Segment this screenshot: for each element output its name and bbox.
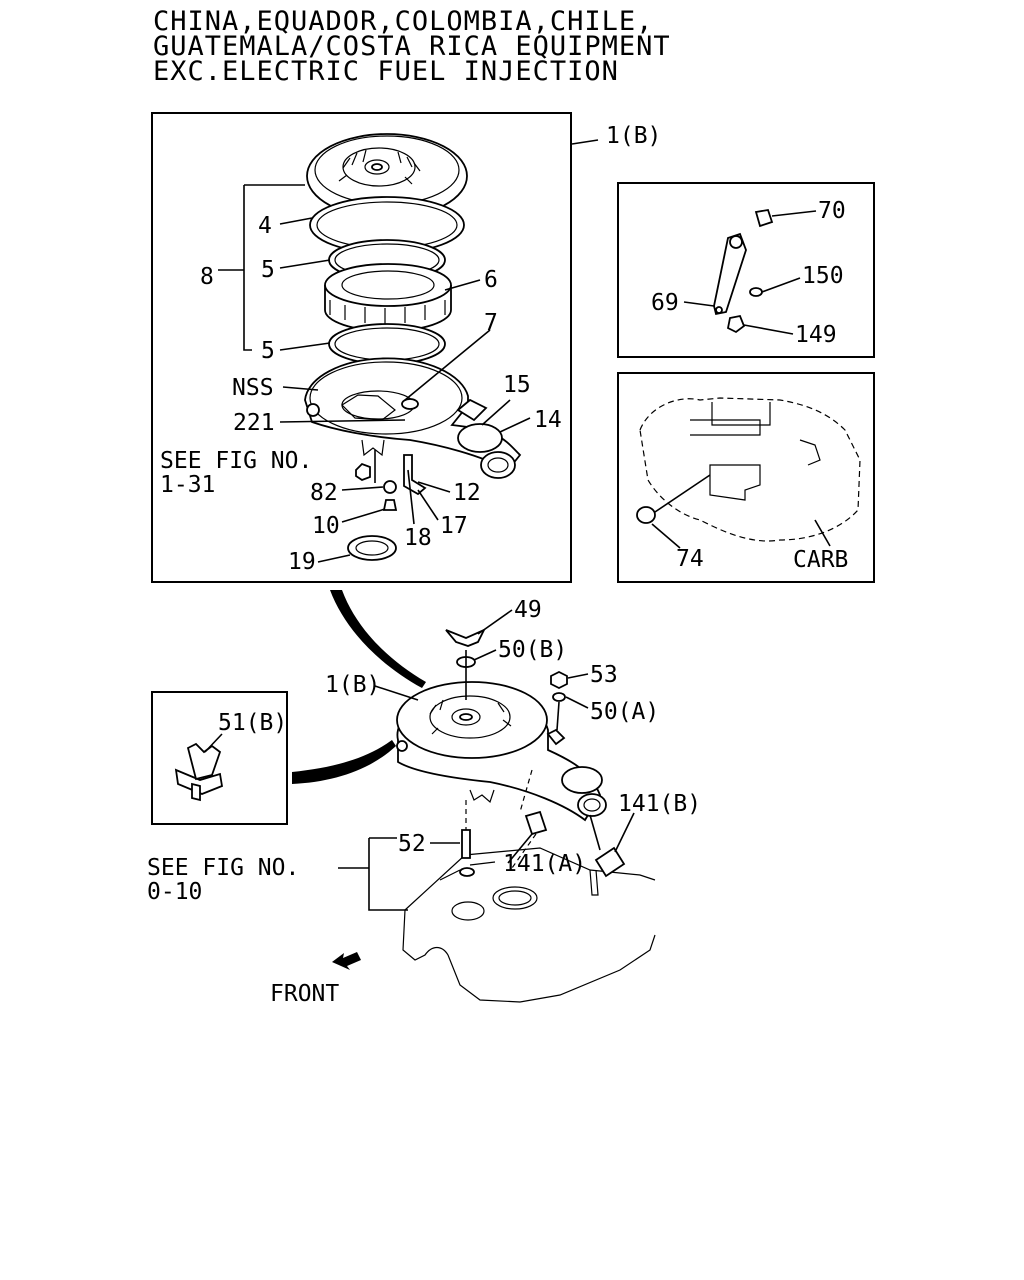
callout-74: 74: [676, 546, 704, 572]
callout-141a: 141(A): [503, 851, 586, 877]
callout-15: 15: [503, 372, 531, 398]
callout-69: 69: [651, 290, 679, 316]
link-arrow-top: [330, 590, 426, 688]
filter-element-6: [324, 263, 452, 332]
callout-10: 10: [312, 513, 340, 539]
see-fig-b-line1: SEE FIG NO.: [147, 855, 299, 881]
callout-70: 70: [818, 198, 846, 224]
front-label: FRONT: [270, 981, 339, 1007]
callout-49: 49: [514, 597, 542, 623]
callout-5-upper: 5: [261, 257, 275, 283]
callout-6: 6: [484, 267, 498, 293]
callout-1b-bottom: 1(B): [325, 672, 380, 698]
callout-17: 17: [440, 513, 468, 539]
see-fig-b-line2: 0-10: [147, 879, 202, 905]
exploded-view-box: [151, 112, 572, 583]
front-arrow-icon: [332, 952, 361, 970]
bracket-inset-box: [617, 182, 875, 358]
callout-5-lower: 5: [261, 338, 275, 364]
clip-51b: [174, 733, 224, 802]
carb-inset-box: [617, 372, 875, 583]
callout-4: 4: [258, 213, 272, 239]
callout-50a: 50(A): [590, 699, 659, 725]
callout-50b: 50(B): [498, 637, 567, 663]
callout-19: 19: [288, 549, 316, 575]
callout-221: 221: [233, 410, 275, 436]
leader-lines-bracket: [683, 210, 817, 335]
see-fig-a-line1: SEE FIG NO.: [160, 448, 312, 474]
carburetor-drawing: [636, 397, 861, 549]
header-line-3: EXC.ELECTRIC FUEL INJECTION: [153, 56, 619, 87]
engine-rocker-cover: [402, 847, 656, 1003]
air-cleaner-installed: [396, 681, 607, 822]
callout-7: 7: [484, 310, 498, 336]
see-fig-a-line2: 1-31: [160, 472, 215, 498]
callout-8: 8: [200, 264, 214, 290]
callout-12: 12: [453, 480, 481, 506]
callout-141b: 141(B): [618, 791, 701, 817]
callout-82: 82: [310, 480, 338, 506]
air-cleaner-body: [304, 357, 522, 479]
callout-53: 53: [590, 662, 618, 688]
bracket-69: [713, 208, 774, 334]
callout-51b: 51(B): [218, 710, 287, 736]
callout-1b-top: 1(B): [606, 123, 661, 149]
callout-52: 52: [398, 831, 426, 857]
link-arrow-left: [292, 740, 396, 784]
clip-inset-box: [151, 691, 288, 825]
header-line-2: GUATEMALA/COSTA RICA EQUIPMENT: [153, 31, 671, 62]
callout-18: 18: [404, 525, 432, 551]
callout-nss: NSS: [232, 375, 274, 401]
leader-lines-main: [218, 139, 599, 563]
installed-hardware: [445, 628, 626, 878]
callout-carb: CARB: [793, 547, 848, 573]
leader-lines-installed: [338, 609, 635, 911]
callout-149: 149: [795, 322, 837, 348]
callout-150: 150: [802, 263, 844, 289]
header-line-1: CHINA,EQUADOR,COLOMBIA,CHILE,: [153, 6, 653, 37]
callout-14: 14: [534, 407, 562, 433]
